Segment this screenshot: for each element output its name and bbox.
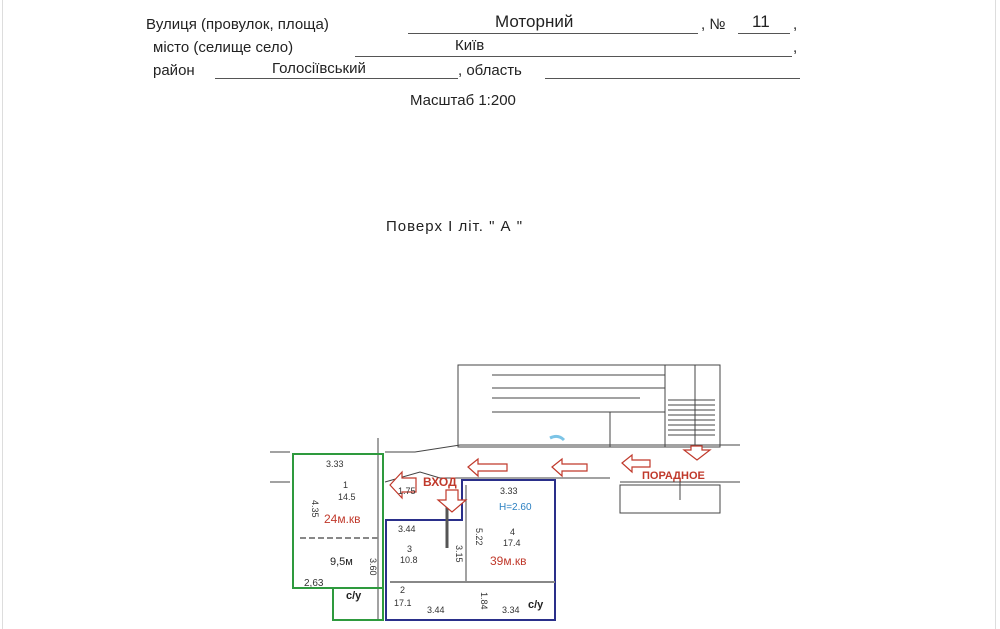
room-5-width2: 3.34: [502, 605, 520, 615]
stairs-icon: [668, 365, 715, 445]
room-2-length: 3.60: [368, 558, 378, 576]
arrow-left-icon: [467, 457, 508, 478]
room-5-length: 1.84: [479, 592, 489, 610]
arrow-down-icon: [682, 445, 712, 461]
number-line: [738, 33, 790, 34]
room-1-width: 3.33: [326, 459, 344, 469]
room-3-length: 3.15: [454, 545, 464, 563]
bathroom-label-2: с/у: [528, 599, 544, 611]
room-2-width: 2,63: [304, 578, 324, 589]
number-label: , №: [701, 16, 726, 33]
comma: ,: [793, 16, 798, 33]
room-1-length: 4.35: [310, 500, 320, 518]
room-2-area: 9,5м: [330, 556, 353, 568]
arrow-down-icon: [436, 489, 468, 513]
city-line: [355, 56, 792, 57]
ceiling-height-label: Н=2.60: [499, 502, 532, 513]
floor-title: Поверх І літ. " А ": [386, 218, 524, 235]
region-line: [545, 78, 800, 79]
stair-block: [457, 364, 721, 448]
area-39-note: 39м.кв: [490, 554, 527, 568]
arrow-left-icon: [551, 457, 588, 478]
bathroom-label-1: с/у: [346, 590, 362, 602]
scale-label: Масштаб 1:200: [410, 92, 516, 109]
room-3-number: 3: [407, 544, 412, 554]
district-value: Голосіївський: [272, 60, 366, 77]
region-label: , область: [458, 62, 522, 79]
room-4-width: 3.33: [500, 486, 518, 496]
district-label: район: [153, 62, 195, 79]
area-24-note: 24м.кв: [324, 512, 361, 526]
number-value: 11: [752, 12, 770, 31]
street-line: [408, 33, 698, 34]
street-label: Вулиця (провулок, площа): [146, 16, 329, 33]
room-5-width: 3.44: [427, 605, 445, 615]
apartment-39-outline: [385, 479, 556, 621]
room-1-number: 1: [343, 480, 348, 490]
room-1-area: 14.5: [338, 492, 356, 502]
room-3-width: 3.44: [398, 524, 416, 534]
room-4-length: 5.22: [474, 528, 484, 546]
room-5-number: 2: [400, 585, 405, 595]
corridor-dim: 1.75: [398, 486, 416, 496]
direction-arrows: [389, 445, 712, 513]
comma: ,: [793, 39, 798, 56]
street-value: Моторний: [495, 12, 574, 31]
apartment-24-outline: [292, 453, 384, 589]
arrow-left-icon: [621, 453, 651, 474]
entrance-label: ВХОД: [423, 475, 457, 489]
room-5-area: 17.1: [394, 598, 412, 608]
district-line: [215, 78, 458, 79]
room-3-area: 10.8: [400, 555, 418, 565]
city-label: місто (селище село): [153, 39, 294, 56]
stairwell-label: ПОРАДНОЕ: [642, 470, 705, 482]
city-value: Київ: [455, 37, 485, 54]
room-4-number: 4: [510, 527, 515, 537]
arrow-left-icon: [389, 470, 417, 500]
room-4-area: 17.4: [503, 538, 521, 548]
